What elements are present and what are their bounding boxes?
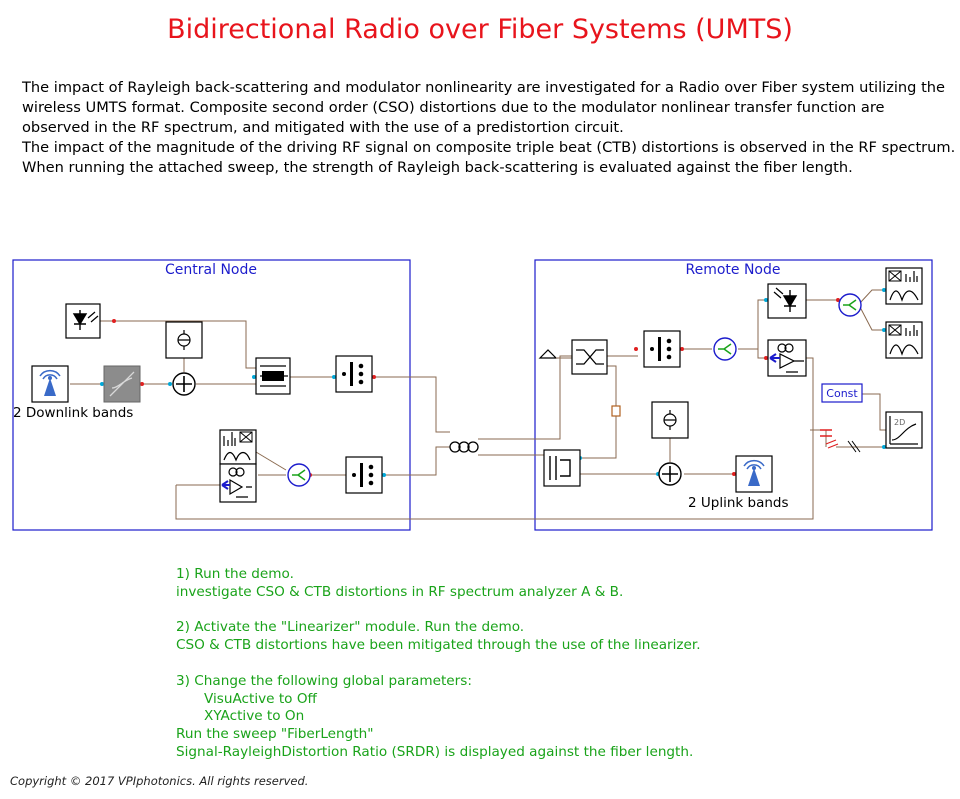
plus-icon bbox=[662, 466, 678, 482]
instruction-line: Run the sweep "FiberLength" bbox=[176, 726, 374, 743]
instruction-line: 3) Change the following global parameter… bbox=[176, 672, 472, 689]
splitter-remote[interactable] bbox=[713, 337, 737, 361]
splitter-icon bbox=[718, 343, 732, 355]
isolator-remote[interactable] bbox=[643, 330, 681, 368]
isolator-central-tx[interactable] bbox=[335, 355, 373, 393]
downlink-source[interactable] bbox=[31, 365, 69, 403]
ground-terminator bbox=[538, 349, 572, 359]
uplink-bands-label: 2 Uplink bands bbox=[688, 495, 789, 511]
isolator-icon bbox=[350, 362, 353, 386]
page-title: Bidirectional Radio over Fiber Systems (… bbox=[167, 14, 793, 45]
isolator-icon bbox=[360, 463, 363, 487]
antenna-icon bbox=[748, 468, 760, 486]
mux-icon bbox=[549, 456, 571, 480]
coupler-icon bbox=[576, 349, 604, 365]
antenna-icon bbox=[44, 378, 56, 396]
fiber-spool[interactable] bbox=[449, 441, 479, 453]
modulator-block[interactable] bbox=[255, 357, 291, 395]
description-line: observed in the RF spectrum, and mitigat… bbox=[22, 119, 624, 136]
photoreceiver-remote[interactable] bbox=[767, 339, 807, 377]
divider-block bbox=[820, 429, 861, 453]
remote-node-box bbox=[534, 259, 933, 531]
instruction-line: VisuActive to Off bbox=[204, 690, 317, 707]
graph-icon bbox=[891, 423, 917, 441]
description-line: When running the attached sweep, the str… bbox=[22, 159, 853, 176]
bias-block[interactable] bbox=[165, 321, 203, 359]
laser-block[interactable] bbox=[65, 303, 101, 339]
xy-plot-2d[interactable]: 2D bbox=[885, 411, 923, 449]
wires bbox=[70, 289, 886, 520]
central-node-box bbox=[12, 259, 411, 531]
optical-spectrum-analyzer[interactable] bbox=[885, 321, 923, 359]
instruction-line: 2) Activate the "Linearizer" module. Run… bbox=[176, 619, 525, 636]
photoreceiver-icon bbox=[777, 343, 787, 353]
rf-spectrum-analyzer-b[interactable] bbox=[885, 267, 923, 305]
remote-node-label: Remote Node bbox=[685, 262, 780, 278]
linearizer-icon bbox=[109, 371, 135, 397]
isolator-central-rx[interactable] bbox=[345, 456, 383, 494]
photoreceiver-central[interactable] bbox=[219, 463, 257, 503]
description-line: The impact of the magnitude of the drivi… bbox=[22, 139, 956, 156]
splitter-icon bbox=[292, 469, 306, 481]
rf-spectrum-analyzer-a[interactable] bbox=[219, 429, 257, 465]
spectrum-analyzer-icon bbox=[888, 324, 902, 336]
description-line: wireless UMTS format. Composite second o… bbox=[22, 99, 885, 116]
plus-icon bbox=[176, 376, 192, 392]
instruction-line: investigate CSO & CTB distortions in RF … bbox=[176, 583, 624, 600]
splitter-central[interactable] bbox=[287, 463, 311, 487]
splitter-icon bbox=[843, 299, 857, 311]
spectrum-analyzer-icon bbox=[888, 270, 902, 282]
plot-2d-label: 2D bbox=[894, 418, 905, 427]
splitter-remote-b[interactable] bbox=[838, 293, 862, 317]
mux-remote[interactable] bbox=[543, 449, 581, 487]
description-line: The impact of Rayleigh back-scattering a… bbox=[22, 79, 946, 96]
instruction-line: XYActive to On bbox=[204, 708, 305, 725]
system-schematic: Central Node Remote Node bbox=[12, 259, 933, 531]
coupler-remote[interactable] bbox=[571, 339, 608, 375]
adder-central[interactable] bbox=[172, 372, 196, 396]
const-block[interactable]: Const bbox=[821, 383, 863, 403]
laser-diode-icon bbox=[72, 310, 88, 330]
adder-remote[interactable] bbox=[658, 462, 682, 486]
instruction-line: 1) Run the demo. bbox=[176, 566, 294, 582]
downlink-bands-label: 2 Downlink bands bbox=[13, 405, 133, 421]
photoreceiver-icon bbox=[228, 467, 238, 477]
instruction-line: CSO & CTB distortions have been mitigate… bbox=[176, 637, 701, 654]
bias-block-remote[interactable] bbox=[651, 401, 689, 439]
photodiode-icon bbox=[782, 290, 798, 312]
fiber-icon bbox=[449, 441, 461, 453]
isolator-icon bbox=[658, 337, 661, 361]
description: The impact of Rayleigh back-scattering a… bbox=[22, 78, 956, 178]
spectrum-analyzer-icon bbox=[223, 432, 236, 446]
uplink-source[interactable] bbox=[735, 455, 773, 493]
const-label: Const bbox=[826, 387, 858, 400]
attenuator-remote[interactable] bbox=[611, 405, 621, 417]
instructions: 1) Run the demo. investigate CSO & CTB d… bbox=[176, 566, 701, 762]
linearizer-block[interactable] bbox=[103, 365, 141, 403]
central-node-label: Central Node bbox=[165, 262, 257, 278]
photodiode-remote[interactable] bbox=[767, 283, 807, 319]
copyright-notice: Copyright © 2017 VPIphotonics. All right… bbox=[10, 774, 309, 788]
instruction-line: Signal-RayleighDistortion Ratio (SRDR) i… bbox=[176, 743, 694, 760]
